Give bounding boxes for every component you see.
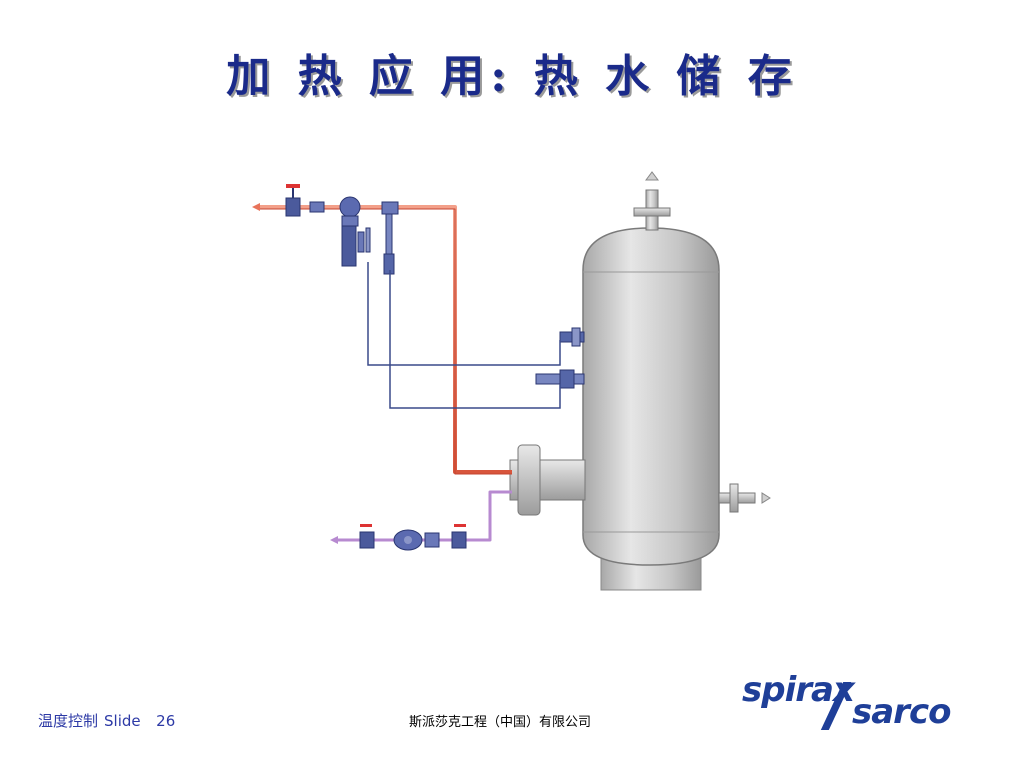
logo-line2: sarco: [852, 692, 951, 732]
hot-water-outlet-nozzle: [633, 171, 671, 231]
footer-company: 斯派莎克工程（中国）有限公司: [408, 715, 591, 730]
storage-vessel: [582, 227, 720, 566]
heater-flange: [509, 444, 586, 516]
steam-supply-line: [252, 203, 512, 475]
condensate-fitting: [424, 532, 440, 548]
side-arrow-icon: [761, 492, 771, 504]
temperature-control-valve: [339, 196, 371, 267]
condensate-valve-left: [359, 524, 375, 549]
side-nozzle: [718, 483, 771, 513]
steam-strainer: [309, 201, 325, 213]
steam-isolation-valve: [285, 184, 301, 217]
footer-section-name: 温度控制: [38, 712, 99, 730]
condensate-arrow-icon: [330, 536, 338, 544]
temperature-sensor-upper: [559, 327, 585, 347]
footer-slide-number: 26: [156, 712, 176, 730]
condensate-valve-right: [451, 524, 467, 549]
steam-inlet-arrow-icon: [252, 203, 260, 211]
outlet-arrow-icon: [645, 171, 659, 181]
steam-trap: [393, 529, 423, 551]
sensor-line-upper: [367, 262, 561, 366]
spirax-sarco-logo: spirax sarco: [740, 670, 980, 732]
footer-section: 温度控制 Slide 26: [38, 710, 181, 731]
steam-fitting: [381, 201, 399, 275]
slide-title: 加 热 应 用: 热 水 储 存: [226, 51, 798, 102]
footer-slide-label: Slide: [104, 712, 141, 730]
sensor-line-lower: [389, 270, 561, 409]
